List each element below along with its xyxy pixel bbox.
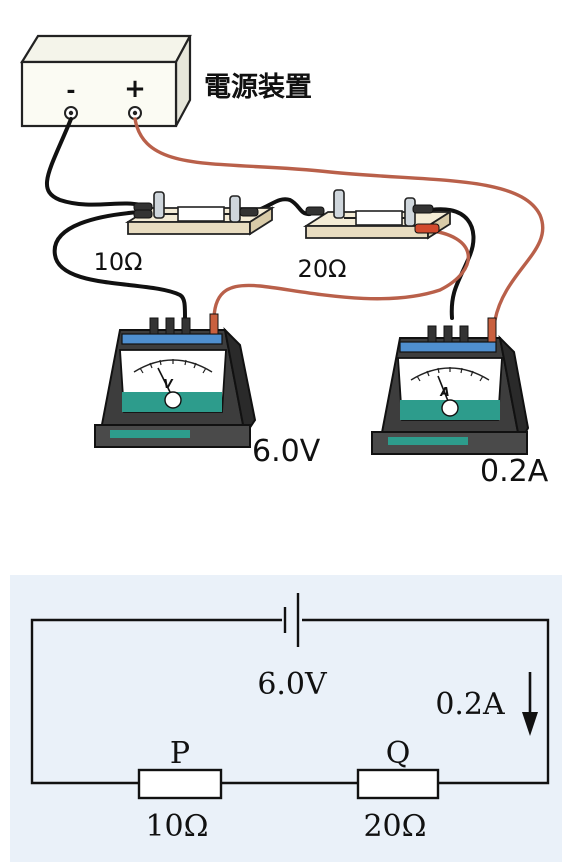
experiment-illustration: - + 電源装置 [20, 34, 549, 489]
current-label: 0.2A [435, 687, 505, 722]
voltmeter-reading: 6.0V [252, 434, 321, 469]
resistor-board-1 [124, 191, 276, 236]
circuit-diagram: 6.0V 0.2A P 10Ω Q 20Ω [10, 575, 562, 862]
ammeter-letter: A [439, 385, 449, 399]
source-voltage-label: 6.0V [257, 667, 328, 702]
resistor-1-label: 10Ω [94, 248, 143, 276]
ammeter-reading: 0.2A [480, 454, 549, 489]
resistor-p [137, 768, 223, 800]
resistor-p-value: 10Ω [145, 809, 208, 844]
resistor-q [356, 768, 440, 800]
power-supply-label: 電源装置 [204, 72, 312, 103]
power-supply: - + [20, 34, 192, 128]
battery-symbol [283, 593, 300, 647]
resistor-2-label: 20Ω [298, 255, 347, 283]
voltmeter-letter: V [163, 377, 174, 391]
voltmeter: V [94, 313, 257, 448]
plus-terminal-label: + [124, 74, 146, 104]
minus-terminal-label: - [66, 79, 75, 104]
current-arrow-icon [522, 672, 538, 736]
ammeter: A [371, 317, 530, 455]
resistor-q-value: 20Ω [363, 809, 426, 844]
resistor-p-name: P [170, 736, 190, 771]
resistor-board-2 [302, 189, 454, 240]
wires [44, 117, 545, 322]
resistor-q-name: Q [386, 736, 411, 771]
